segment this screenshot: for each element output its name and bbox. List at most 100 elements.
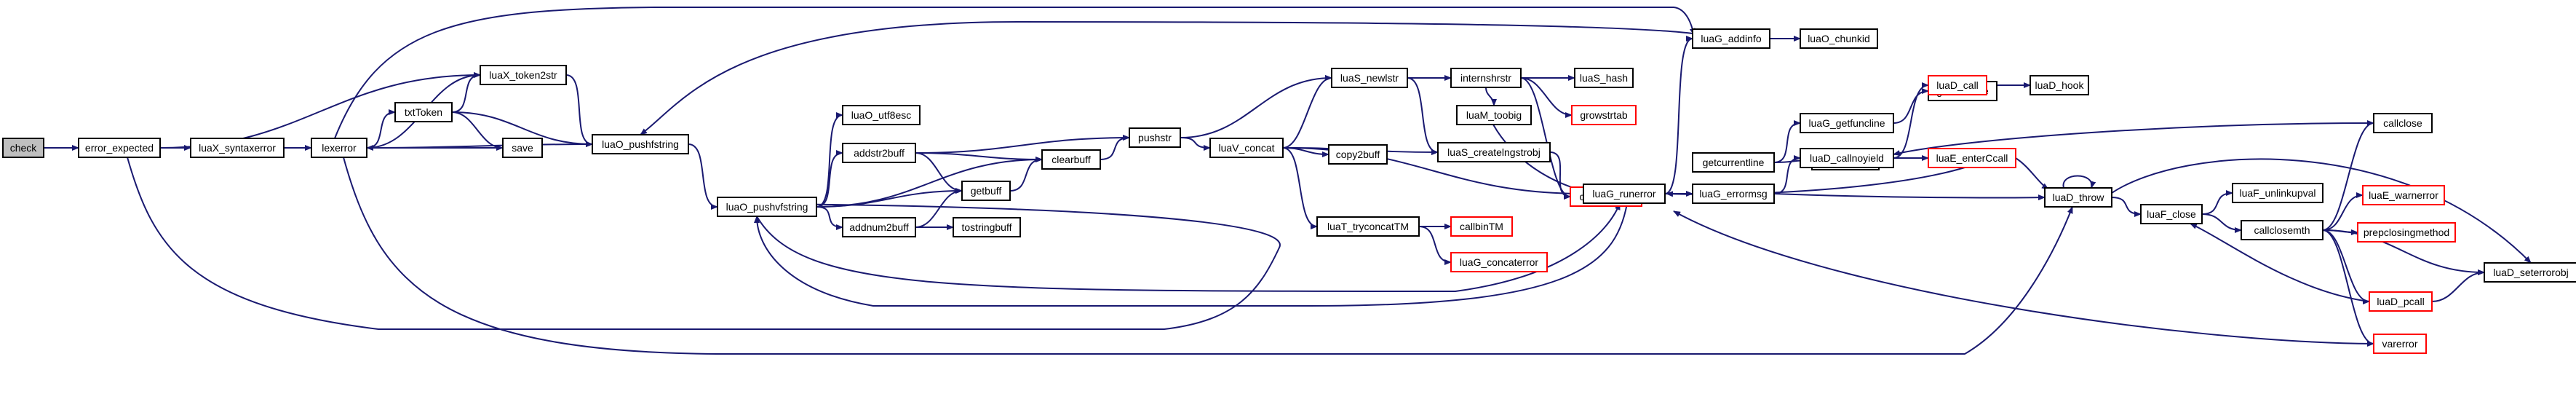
edge-luaO_pushvfstring-to-luaG_runerror: [756, 202, 1621, 293]
node-luaD_seterrorobj[interactable]: luaD_seterrorobj: [2484, 262, 2576, 283]
node-getcurrentline[interactable]: getcurrentline: [1692, 152, 1775, 173]
node-box: [2, 138, 44, 158]
node-box: [2357, 222, 2456, 243]
edge-callclose-to-luaD_callnoyield: [1893, 122, 2374, 156]
node-growstrtab[interactable]: growstrtab: [1571, 105, 1637, 125]
node-label: luaG_errormsg: [1699, 188, 1767, 200]
edge-callclosemth-to-luaD_seterrorobj: [2322, 229, 2485, 275]
node-internshrstr[interactable]: internshrstr: [1450, 68, 1522, 88]
node-label: luaV_concat: [1218, 142, 1274, 154]
node-label: addstr2buff: [854, 147, 905, 159]
node-box: [2232, 183, 2323, 203]
node-luaO_chunkid[interactable]: luaO_chunkid: [1800, 28, 1878, 49]
node-label: luaG_runerror: [1592, 188, 1655, 200]
node-luaG_getfuncline[interactable]: luaG_getfuncline: [1800, 113, 1894, 133]
node-label: lexerror: [322, 142, 357, 154]
node-label: check: [10, 142, 38, 154]
node-getbuff[interactable]: getbuff: [961, 181, 1011, 201]
node-luaX_token2str[interactable]: luaX_token2str: [480, 65, 567, 85]
node-prepclosingmethod[interactable]: prepclosingmethod: [2357, 222, 2456, 243]
node-label: luaX_token2str: [489, 69, 557, 81]
node-luaS_newlstr[interactable]: luaS_newlstr: [1331, 68, 1408, 88]
node-luaO_utf8esc[interactable]: luaO_utf8esc: [842, 105, 921, 125]
node-luaG_errormsg[interactable]: luaG_errormsg: [1692, 184, 1775, 204]
node-luaG_concaterror[interactable]: luaG_concaterror: [1450, 252, 1548, 272]
edge-lexerror-to-luaD_throw: [343, 157, 2073, 355]
edge-luaO_pushfstring-to-luaO_pushvfstring: [688, 143, 718, 210]
node-pushstr[interactable]: pushstr: [1129, 127, 1181, 148]
edge-clearbuff-to-pushstr: [1100, 135, 1130, 160]
node-save[interactable]: save: [502, 138, 543, 158]
edge-txtToken-to-save: [451, 111, 504, 151]
node-luaF_close[interactable]: luaF_close: [2140, 204, 2203, 224]
node-luaG_addinfo[interactable]: luaG_addinfo: [1692, 28, 1770, 49]
node-luaE_warnerror[interactable]: luaE_warnerror: [2362, 185, 2445, 205]
node-label: luaD_callnoyield: [1810, 152, 1884, 164]
node-box: [2369, 291, 2433, 312]
node-box: [2373, 334, 2427, 354]
node-box: [842, 143, 916, 163]
node-box: [2140, 204, 2203, 224]
node-label: prepclosingmethod: [2364, 226, 2449, 238]
edge-luaS_newlstr-to-luaS_createlngstrobj: [1407, 77, 1439, 155]
node-box: [842, 105, 921, 125]
node-copy2buff[interactable]: copy2buff: [1328, 144, 1388, 165]
node-error_expected[interactable]: error_expected: [78, 138, 161, 158]
node-addstr2buff[interactable]: addstr2buff: [842, 143, 916, 163]
node-luaS_hash[interactable]: luaS_hash: [1574, 68, 1634, 88]
node-clearbuff[interactable]: clearbuff: [1041, 149, 1101, 170]
node-luaD_throw[interactable]: luaD_throw: [2044, 187, 2112, 208]
node-label: luaG_concaterror: [1460, 256, 1539, 268]
node-box: [592, 134, 689, 154]
node-check[interactable]: check: [2, 138, 44, 158]
node-addnum2buff[interactable]: addnum2buff: [842, 217, 916, 237]
node-luaD_call[interactable]: luaD_call: [1928, 75, 1987, 95]
node-luaS_createlngstrobj[interactable]: luaS_createlngstrobj: [1437, 142, 1551, 162]
node-box: [78, 138, 161, 158]
node-luaO_pushfstring[interactable]: luaO_pushfstring: [592, 134, 689, 154]
node-box: [311, 138, 367, 158]
edge-callclosemth-to-luaE_warnerror: [2322, 192, 2364, 231]
node-box: [2241, 220, 2323, 240]
node-box: [1129, 127, 1181, 148]
node-box: [1328, 144, 1388, 165]
edge-addstr2buff-to-pushstr: [915, 135, 1130, 154]
node-luaD_callnoyield[interactable]: luaD_callnoyield: [1800, 148, 1894, 168]
node-luaM_toobig[interactable]: luaM_toobig: [1456, 105, 1532, 125]
node-callclosemth[interactable]: callclosemth: [2241, 220, 2323, 240]
node-box: [1316, 216, 1420, 237]
node-label: growstrtab: [1580, 109, 1628, 121]
node-luaV_concat[interactable]: luaV_concat: [1209, 138, 1284, 158]
edge-luaT_trybinconcatTM-to-luaG_concaterror: [1418, 226, 1452, 265]
node-label: luaE_enterCcall: [1936, 152, 2008, 164]
edges-layer: [44, 7, 2532, 355]
node-lexerror[interactable]: lexerror: [311, 138, 367, 158]
node-callbinTM[interactable]: callbinTM: [1450, 216, 1513, 237]
edge-luaF_close-to-callclosemth: [2201, 213, 2242, 233]
edge-luaS_createlngstrobj-to-createstrobj: [1549, 151, 1571, 200]
node-box: [2030, 75, 2089, 95]
node-varerror[interactable]: varerror: [2373, 334, 2427, 354]
node-luaO_pushvfstring[interactable]: luaO_pushvfstring: [717, 197, 817, 217]
node-label: luaD_seterrorobj: [2493, 267, 2569, 278]
node-txtToken[interactable]: txtToken: [394, 102, 453, 122]
node-label: varerror: [2382, 338, 2417, 350]
edge-luaG_getfuncline-to-getbaseline: [1893, 88, 1929, 124]
node-luaD_hook[interactable]: luaD_hook: [2030, 75, 2089, 95]
node-label: getbuff: [971, 185, 1002, 197]
node-label: luaS_newlstr: [1340, 72, 1399, 84]
node-luaF_unlinkupval[interactable]: luaF_unlinkupval: [2232, 183, 2323, 203]
node-luaG_runerror[interactable]: luaG_runerror: [1583, 184, 1666, 204]
node-luaD_pcall[interactable]: luaD_pcall: [2369, 291, 2433, 312]
node-tostringbuff[interactable]: tostringbuff: [953, 217, 1021, 237]
node-label: luaD_pcall: [2377, 296, 2424, 307]
node-luaX_syntaxerror[interactable]: luaX_syntaxerror: [190, 138, 285, 158]
edge-error_expected-to-luaO_pushfstring: [127, 157, 1281, 330]
node-box: [1928, 148, 2016, 168]
node-luaT_trybinconcatTM[interactable]: luaT_tryconcatTM: [1316, 216, 1420, 237]
node-box: [2044, 187, 2112, 208]
node-callclose[interactable]: callclose: [2373, 113, 2433, 133]
node-label: luaD_throw: [2053, 192, 2105, 203]
node-label: luaG_getfuncline: [1808, 117, 1885, 129]
node-luaE_enterCcall[interactable]: luaE_enterCcall: [1928, 148, 2016, 168]
